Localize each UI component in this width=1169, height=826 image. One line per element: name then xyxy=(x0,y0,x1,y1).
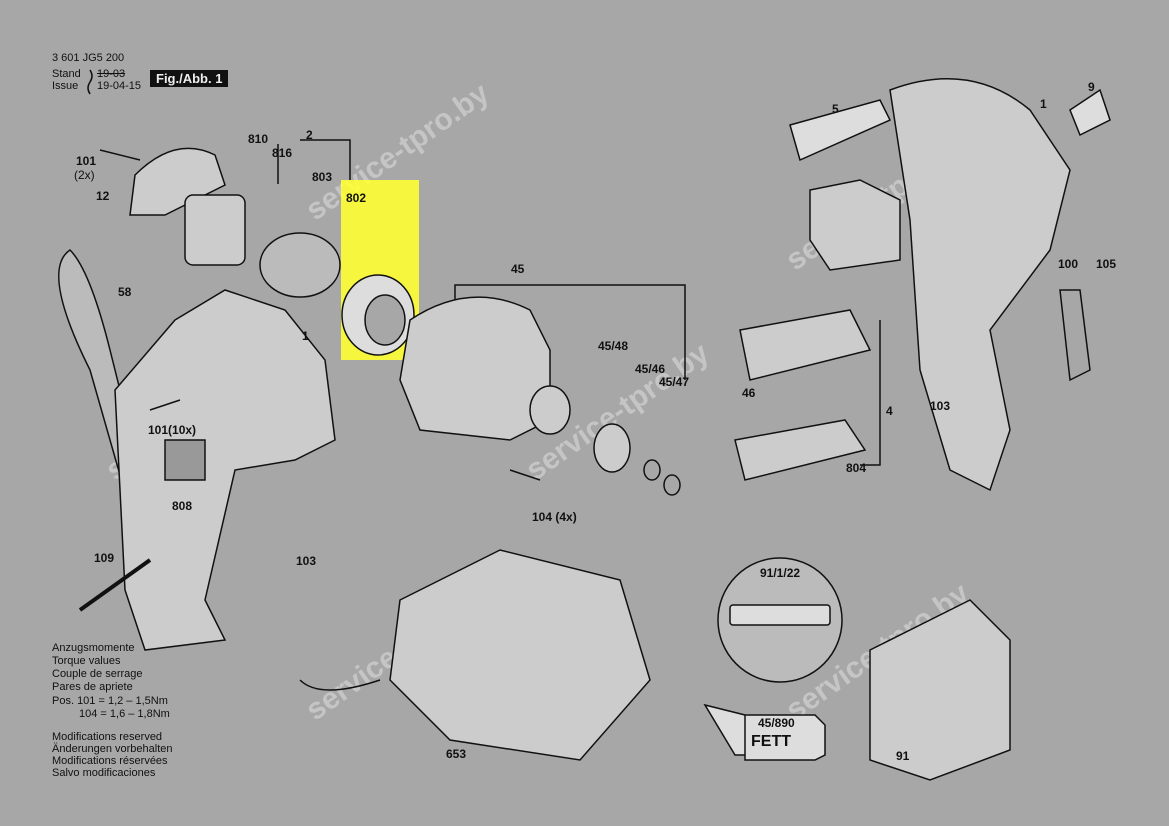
figure-label: Fig./Abb. 1 xyxy=(150,70,229,87)
part-label: 12 xyxy=(96,189,110,203)
part-label: 4 xyxy=(886,404,893,418)
torque-pos-101: Pos. 101 = 1,2 – 1,5Nm xyxy=(52,695,168,707)
part-label: 91/1/22 xyxy=(760,566,801,580)
part-label: 45/890 xyxy=(758,716,795,730)
torque-pos-104: 104 = 1,6 – 1,8Nm xyxy=(79,708,170,720)
part-label: 45/46 xyxy=(635,362,666,376)
modifications-note: Modifications réservées xyxy=(52,755,168,767)
part-label: 91 xyxy=(896,749,910,763)
issue-label: Issue xyxy=(52,80,79,92)
document-number: 3 601 JG5 200 xyxy=(52,52,125,64)
part-label: 103 xyxy=(930,399,951,413)
part-label: 105 xyxy=(1096,257,1117,271)
part-label: 46 xyxy=(742,386,756,400)
part-label: 101(10x) xyxy=(148,423,197,437)
modifications-note: Änderungen vorbehalten xyxy=(52,743,173,755)
part-label: 653 xyxy=(446,747,467,761)
modifications-note: Modifications reserved xyxy=(52,731,163,743)
part-label: 103 xyxy=(296,554,317,568)
part-label: 9 xyxy=(1088,80,1095,94)
part-label: 109 xyxy=(94,551,115,565)
part-label: 101 xyxy=(76,154,97,168)
part-label: 2 xyxy=(306,128,313,142)
torque-heading: Pares de apriete xyxy=(52,681,133,693)
stand-label: Stand xyxy=(52,68,81,80)
part-label: 45/47 xyxy=(659,375,690,389)
part-label: 803 xyxy=(312,170,333,184)
torque-heading: Anzugsmomente xyxy=(52,642,135,654)
part-label: 100 xyxy=(1058,257,1079,271)
torque-heading: Torque values xyxy=(52,655,121,667)
part-label: 804 xyxy=(846,461,867,475)
modifications-note: Salvo modificaciones xyxy=(52,767,156,779)
part-label: 104 (4x) xyxy=(532,510,577,524)
part-label: 1 xyxy=(302,329,309,343)
part-label: 808 xyxy=(172,499,193,513)
torque-heading: Couple de serrage xyxy=(52,668,143,680)
grease-tube-label: FETT xyxy=(751,733,791,750)
part-qty: (2x) xyxy=(74,168,95,182)
part-label-highlighted: 802 xyxy=(346,191,367,205)
part-label: 810 xyxy=(248,132,269,146)
part-label: 58 xyxy=(118,285,132,299)
part-label: 45 xyxy=(511,262,525,276)
part-label: 45/48 xyxy=(598,339,629,353)
part-label: 5 xyxy=(832,102,839,116)
issue-date: 19-04-15 xyxy=(97,80,142,92)
part-label: 816 xyxy=(272,146,293,160)
part-label: 1 xyxy=(1040,97,1047,111)
old-date: 19-03 xyxy=(97,68,126,80)
